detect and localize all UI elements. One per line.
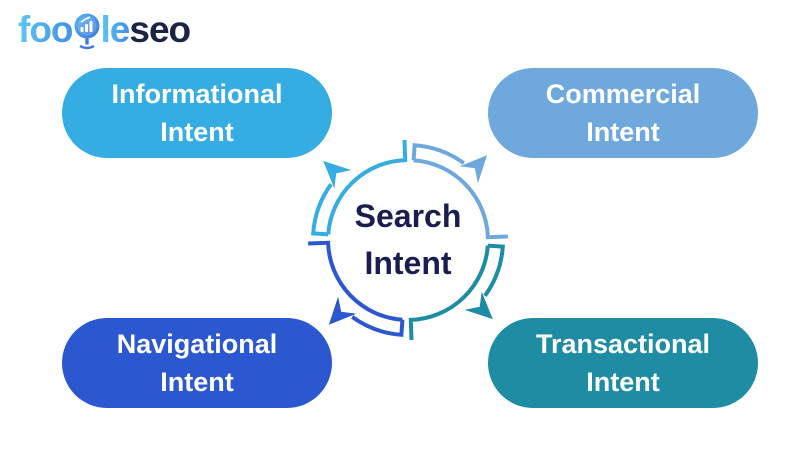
search-intent-cycle: Search Intent [268, 100, 548, 380]
cycle-arrows-diagram [308, 140, 508, 340]
pill-informational-line1: Informational [111, 79, 283, 109]
pill-navigational-line2: Intent [160, 367, 234, 397]
pill-transactional-line2: Intent [586, 367, 660, 397]
arc-transactional [408, 243, 505, 340]
center-title-line1: Search [354, 198, 462, 234]
pill-transactional-line1: Transactional [535, 329, 711, 359]
arc-navigational [308, 240, 405, 337]
arrowhead-transactional-icon [464, 291, 493, 320]
logo-text-foo: foo [18, 9, 74, 50]
center-title-line2: Intent [364, 245, 452, 281]
pill-commercial-intent: Commercial Intent [488, 68, 758, 158]
pill-commercial-line2: Intent [586, 117, 660, 147]
center-title: Search Intent [268, 100, 548, 380]
logo-text-seo: seo [129, 9, 191, 50]
logo: foo le seo [18, 8, 191, 57]
globe-chart-icon [72, 10, 102, 57]
pill-commercial-line1: Commercial [545, 79, 701, 109]
arrowhead-navigational-icon [328, 296, 357, 325]
pill-navigational-intent: Navigational Intent [62, 318, 332, 408]
arrowhead-commercial-icon [459, 155, 488, 184]
pill-informational-intent: Informational Intent [62, 68, 332, 158]
arc-commercial [411, 143, 508, 240]
pill-transactional-intent: Transactional Intent [488, 318, 758, 408]
pill-informational-line2: Intent [160, 117, 234, 147]
arc-informational [311, 140, 408, 237]
logo-text-le: le [100, 9, 131, 50]
arrowhead-informational-icon [323, 160, 352, 189]
pill-navigational-line1: Navigational [116, 329, 278, 359]
